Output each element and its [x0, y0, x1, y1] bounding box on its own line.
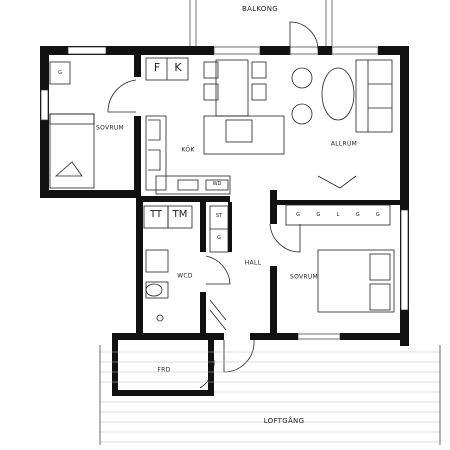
wardrobe-label: G — [296, 212, 301, 218]
room-label-loftgang: LOFTGÅNG — [263, 417, 305, 425]
corridor-deck — [100, 351, 440, 443]
room-label-balkong: BALKONG — [242, 5, 278, 13]
room-label-hall: HALL — [244, 259, 262, 267]
wardrobe-label: G — [355, 212, 360, 218]
wardrobe-label: G — [375, 212, 380, 218]
wardrobe: G G L G G — [288, 212, 388, 220]
kitchen — [145, 57, 285, 195]
living-room — [291, 59, 393, 189]
balcony — [189, 0, 333, 46]
dishwasher-label: WD — [212, 181, 222, 187]
storage-g-label: G — [217, 235, 221, 241]
storage-st-label: ST — [215, 213, 223, 219]
wardrobe-label: G — [316, 212, 321, 218]
wcd-fixtures — [143, 205, 229, 331]
freezer-label: K — [174, 61, 182, 74]
room-label-frd: FRD — [157, 366, 171, 374]
room-label-sovrum-left: SOVRUM — [95, 124, 125, 132]
room-label-wcd: WCD — [177, 272, 193, 280]
left-bedroom-furniture — [49, 61, 95, 189]
walls — [40, 46, 409, 396]
room-label-allrum: ALLRUM — [330, 140, 358, 148]
room-label-sovrum-right: SOVRUM — [289, 273, 319, 281]
dryer-label: TT — [149, 209, 163, 220]
wardrobe-label: L — [336, 212, 340, 218]
closet-g-left-label: G — [58, 70, 62, 76]
fridge-label: F — [153, 61, 161, 74]
room-label-kok: KÖK — [181, 146, 195, 154]
right-bedroom — [285, 204, 395, 313]
washer-label: TM — [172, 209, 188, 220]
windows — [40, 46, 409, 340]
